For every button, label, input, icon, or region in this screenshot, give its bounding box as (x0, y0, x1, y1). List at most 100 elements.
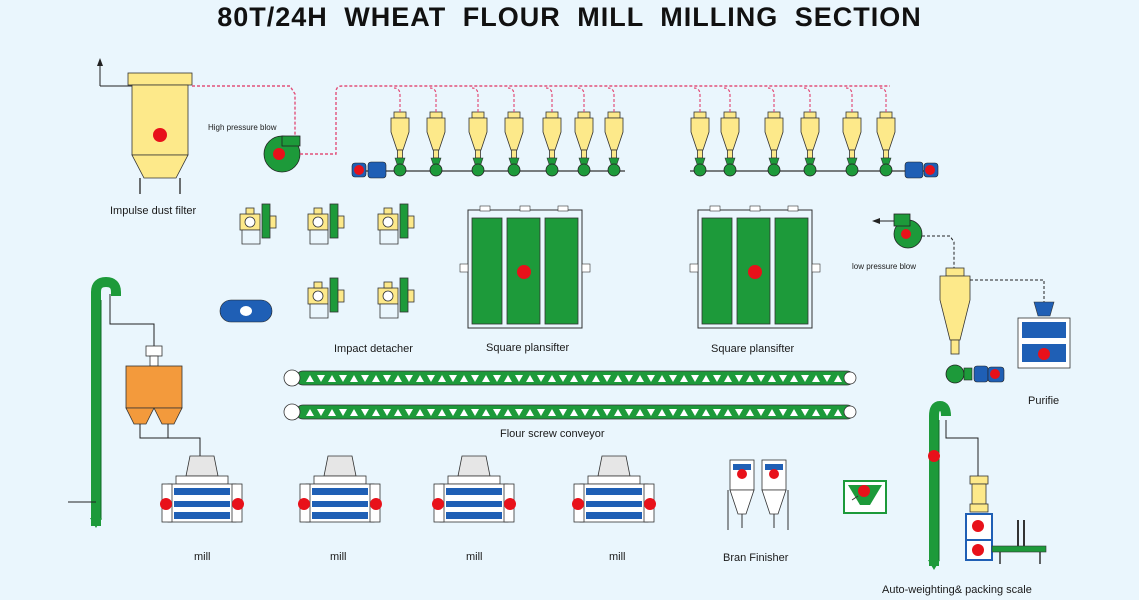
conveyor-flight (779, 375, 787, 382)
conveyor-flight (768, 375, 776, 382)
conveyor-flight (724, 409, 732, 416)
conveyor-flight (504, 409, 512, 416)
square-plansifter-right (689, 205, 821, 329)
conveyor-flight (823, 375, 831, 382)
bran-collector-box (843, 480, 887, 514)
conveyor-flight (317, 409, 325, 416)
conveyor-flight (702, 375, 710, 382)
conveyor-flight (350, 409, 358, 416)
conveyor-flight (757, 375, 765, 382)
label-low-pressure-blow: low pressure blow (852, 262, 917, 271)
conveyor-flight (471, 409, 479, 416)
conveyor-flight (449, 409, 457, 416)
conveyor-flight (361, 375, 369, 382)
conveyor-flight (713, 375, 721, 382)
conveyor-flight (537, 375, 545, 382)
conveyor-flight (823, 409, 831, 416)
conveyor-flight (625, 409, 633, 416)
conveyor-flight (559, 375, 567, 382)
conveyor-flight (328, 375, 336, 382)
roller-mills (159, 455, 657, 523)
label-square-plansifter-left: Square plansifter (486, 342, 570, 354)
conveyor-flight (570, 409, 578, 416)
purifier-cyclone (939, 267, 1045, 384)
conveyor-flight (614, 375, 622, 382)
conveyor-flight (801, 409, 809, 416)
conveyor-flight (713, 409, 721, 416)
bran-finisher (727, 459, 789, 530)
conveyor-flight (394, 409, 402, 416)
conveyor-flight (361, 409, 369, 416)
conveyor-flight (581, 375, 589, 382)
conveyor-flight (471, 375, 479, 382)
conveyor-flight (592, 375, 600, 382)
label-packing-scale: Auto-weighting& packing scale (882, 584, 1032, 596)
label-bran-finisher: Bran Finisher (723, 552, 789, 564)
conveyor-flight (350, 375, 358, 382)
conveyor-flight (372, 375, 380, 382)
conveyor-flight (515, 375, 523, 382)
conveyor-flight (526, 375, 534, 382)
conveyor-flight (405, 375, 413, 382)
conveyor-flight (383, 409, 391, 416)
conveyor-flight (339, 409, 347, 416)
conveyor-flight (504, 375, 512, 382)
conveyor-flight (746, 409, 754, 416)
conveyor-flight (328, 409, 336, 416)
conveyor-flight (416, 409, 424, 416)
conveyor-flight (724, 375, 732, 382)
conveyor-flight (548, 409, 556, 416)
conveyor-flight (669, 409, 677, 416)
square-plansifter-left (459, 205, 591, 329)
conveyor-flight (427, 409, 435, 416)
conveyor-flight (372, 409, 380, 416)
conveyor-flight (746, 375, 754, 382)
conveyor-flight (482, 409, 490, 416)
conveyor-flight (812, 409, 820, 416)
conveyor-flight (460, 409, 468, 416)
conveyor-flight (603, 409, 611, 416)
conveyor-flight (680, 409, 688, 416)
conveyor-flight (405, 409, 413, 416)
conveyor-flight (603, 375, 611, 382)
conveyor-flight (790, 375, 798, 382)
conveyor-flight (691, 409, 699, 416)
high-pressure-blower (192, 85, 890, 173)
impulse-dust-filter (97, 58, 193, 194)
conveyor-flight (449, 375, 457, 382)
label-mill-3: mill (466, 551, 483, 563)
blue-capsule-unit (219, 299, 273, 323)
conveyor-flight (614, 409, 622, 416)
conveyor-flight (306, 409, 314, 416)
conveyor-flight (460, 375, 468, 382)
conveyor-flight (658, 375, 666, 382)
conveyor-flight (735, 375, 743, 382)
cyclone-group-left (351, 87, 625, 179)
conveyor-flight (306, 375, 314, 382)
conveyor-flight (339, 375, 347, 382)
conveyor-flight (515, 409, 523, 416)
conveyor-flight (790, 409, 798, 416)
conveyor-flight (658, 409, 666, 416)
conveyor-flight (416, 375, 424, 382)
label-mill-4: mill (609, 551, 626, 563)
conveyor-flight (757, 409, 765, 416)
flour-screw-conveyors (283, 369, 857, 421)
conveyor-flight (669, 375, 677, 382)
label-mill-1: mill (194, 551, 211, 563)
conveyor-flight (493, 409, 501, 416)
conveyor-flight (548, 375, 556, 382)
conveyor-flight (394, 375, 402, 382)
conveyor-flight (570, 375, 578, 382)
conveyor-flight (636, 375, 644, 382)
left-bucket-elevator (68, 276, 201, 528)
conveyor-flight (427, 375, 435, 382)
label-impact-detacher: Impact detacher (334, 343, 413, 355)
conveyor-flight (647, 375, 655, 382)
conveyor-flight (768, 409, 776, 416)
label-mill-2: mill (330, 551, 347, 563)
conveyor-flight (537, 409, 545, 416)
conveyor-flight (636, 409, 644, 416)
